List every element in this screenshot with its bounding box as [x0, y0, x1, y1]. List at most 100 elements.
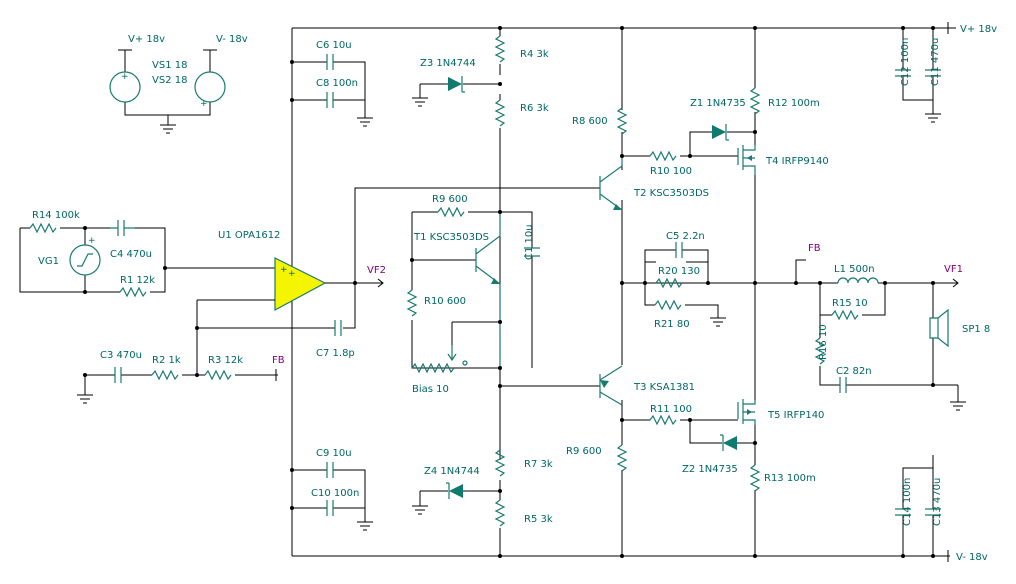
r12-resistor — [749, 87, 761, 115]
driver-section: R8 600 T2 KSC3503DS T3 KSA1381 R9 600 C5… — [566, 107, 726, 472]
c9-label: C9 10u — [316, 448, 352, 459]
svg-text:+: + — [288, 269, 296, 279]
r7-resistor — [494, 449, 506, 477]
z2-label: Z2 1N4735 — [682, 464, 738, 475]
vs2-label: VS2 18 — [152, 75, 187, 86]
r10-bias-label: R10 600 — [424, 296, 466, 307]
r4-resistor — [494, 35, 506, 63]
c6-label: C6 10u — [316, 40, 352, 51]
c2-capacitor — [839, 377, 847, 393]
r9-driver-label: R9 600 — [566, 446, 602, 457]
r21-label: R21 80 — [654, 319, 690, 330]
r9-driver-resistor — [616, 444, 628, 472]
svg-text:+: + — [200, 99, 208, 109]
r4-label: R4 3k — [520, 49, 549, 60]
r9-bias-label: R9 600 — [432, 194, 468, 205]
c2-label: C2 82n — [836, 366, 872, 377]
t1-label: T1 KSC3503DS — [413, 232, 489, 243]
vg1-source-icon — [69, 244, 101, 276]
t5-label: T5 IRFP140 — [767, 410, 824, 421]
z2-zener-icon — [723, 436, 737, 450]
r12-label: R12 100m — [768, 98, 820, 109]
c7-capacitor — [334, 320, 342, 336]
z3-zener-icon — [448, 77, 462, 91]
ground-icon — [160, 124, 176, 134]
vplus-source-label: V+ 18v — [128, 34, 165, 45]
r16-label: R16 10 — [818, 324, 829, 360]
r11-resistor — [649, 414, 677, 426]
opamp-u1-icon — [274, 257, 327, 312]
input-section: + R14 100k C4 470u VG1 R1 12k + + U1 OPA… — [19, 187, 600, 404]
bus-wires — [291, 27, 940, 557]
r1-resistor — [119, 286, 147, 298]
t3-label: T3 KSA1381 — [633, 382, 695, 393]
fb-input-label: FB — [272, 355, 285, 366]
fb-output-label: FB — [808, 243, 821, 254]
r5-label: R5 3k — [524, 514, 553, 525]
vf2-net-label: VF2 — [367, 265, 386, 276]
r3-resistor — [204, 369, 232, 381]
z1-label: Z1 1N4735 — [690, 98, 746, 109]
ground-icon — [77, 394, 93, 404]
r2-label: R2 1k — [152, 355, 181, 366]
decoupling-left: C6 10u C8 100n C9 10u C10 100n — [292, 40, 373, 531]
r14-resistor — [29, 222, 57, 234]
l1-inductor — [837, 277, 879, 284]
c5-capacitor — [675, 242, 683, 258]
svg-text:+: + — [121, 72, 129, 82]
bias-section: R4 3k R6 3k Z3 1N4744 R9 600 R10 600 C1 … — [406, 35, 600, 527]
z4-label: Z4 1N4744 — [424, 466, 480, 477]
r9-bias-resistor — [437, 206, 465, 218]
r13-resistor — [749, 464, 761, 492]
r2-resistor — [151, 369, 179, 381]
c3-capacitor — [114, 367, 122, 383]
r8-resistor — [616, 107, 628, 135]
r16-resistor — [814, 337, 826, 365]
c10-label: C10 100n — [311, 488, 359, 499]
r8-label: R8 600 — [572, 116, 608, 127]
svg-text:+: + — [280, 265, 288, 275]
z4-zener-icon — [449, 484, 463, 498]
r3-label: R3 12k — [208, 355, 243, 366]
c12-label: C12 100n — [900, 38, 911, 86]
vminus-rail-label: V- 18v — [956, 552, 988, 563]
speaker-icon — [929, 308, 949, 348]
z3-label: Z3 1N4744 — [420, 58, 476, 69]
r5-resistor — [494, 499, 506, 527]
output-stage: R10 100 Z1 1N4735 R12 100m T4 IRFP9140 R… — [622, 87, 990, 492]
c8-label: C8 100n — [316, 78, 358, 89]
t2-transistor-icon — [599, 155, 623, 211]
vs1-label: VS1 18 — [152, 60, 187, 71]
r21-resistor — [654, 299, 682, 311]
z1-zener-icon — [712, 125, 726, 139]
c14-c13-capacitors — [895, 508, 941, 516]
c4-capacitor — [110, 220, 135, 236]
c14-label: C14 100n — [902, 478, 913, 526]
r10-gate-label: R10 100 — [650, 166, 692, 177]
svg-text:+: + — [88, 236, 96, 246]
c1-label: C1 10u — [524, 224, 535, 260]
u1-label: U1 OPA1612 — [218, 230, 280, 241]
c13-label: C13 470u — [932, 478, 943, 526]
r20-resistor — [655, 277, 683, 289]
c9-c10-capacitors — [326, 462, 334, 516]
r10-gate-resistor — [649, 150, 677, 162]
vminus-source-label: V- 18v — [216, 34, 248, 45]
c1-capacitor — [524, 247, 540, 257]
r13-label: R13 100m — [764, 473, 816, 484]
vplus-rail-label: V+ 18v — [960, 24, 997, 35]
c7-label: C7 1.8p — [316, 348, 355, 359]
t3-transistor-icon — [599, 365, 623, 406]
bias-potentiometer — [411, 362, 455, 374]
c4-label: C4 470u — [110, 249, 152, 260]
supply-sources: + + V+ 18v V- 18v VS1 18 VS2 18 — [109, 34, 248, 134]
sp1-label: SP1 8 — [962, 324, 990, 335]
r7-label: R7 3k — [524, 459, 553, 470]
r11-label: R11 100 — [650, 404, 692, 415]
t5-mosfet-icon — [737, 399, 756, 425]
r6-label: R6 3k — [520, 103, 549, 114]
l1-label: L1 500n — [834, 264, 875, 275]
r15-resistor — [831, 309, 859, 321]
r6-resistor — [494, 99, 506, 127]
vs1-source-icon — [109, 71, 141, 103]
